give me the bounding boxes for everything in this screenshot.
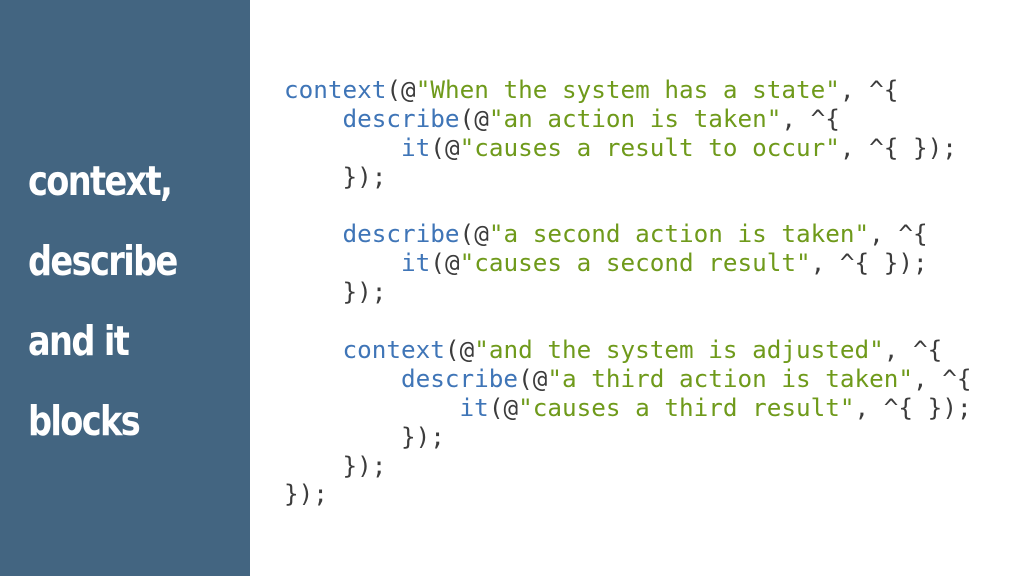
code-at-sign: @ (444, 132, 460, 162)
code-line: it(@"causes a second result", ^{ }); (284, 248, 972, 278)
code-string: "causes a third result" (518, 392, 855, 422)
code-punctuation: , ^{ (781, 103, 840, 133)
code-keyword: context (342, 335, 445, 365)
code-at-sign: @ (474, 219, 489, 249)
code-line (284, 192, 972, 221)
code-string: "and the system is adjusted" (474, 335, 884, 365)
code-at-sign: @ (444, 248, 460, 278)
code-punctuation: ( (430, 132, 445, 162)
title-line: context, (28, 157, 173, 205)
code-punctuation: , ^{ }); (810, 248, 928, 278)
code-keyword: describe (342, 219, 460, 249)
code-line: context(@"When the system has a state", … (284, 75, 972, 105)
code-keyword: it (459, 392, 489, 422)
code-punctuation: , ^{ }); (854, 392, 972, 422)
code-keyword: describe (401, 363, 519, 393)
code-line: }); (284, 161, 972, 192)
code-line (284, 307, 972, 336)
code-keyword: context (284, 75, 387, 104)
title-sidebar: context, describe and it blocks (0, 0, 250, 576)
code-punctuation: }); (284, 421, 445, 451)
code-punctuation: , ^{ (913, 363, 972, 393)
code-punctuation: }); (284, 450, 387, 480)
code-punctuation (284, 104, 343, 133)
code-punctuation: ( (488, 392, 504, 422)
code-punctuation: ( (518, 363, 533, 393)
code-punctuation (284, 248, 401, 277)
slide-title: context, describe and it blocks (28, 141, 204, 461)
code-at-sign: @ (503, 392, 519, 422)
code-punctuation (284, 364, 401, 393)
code-at-sign: @ (474, 103, 489, 133)
code-at-sign: @ (401, 75, 416, 104)
code-keyword: it (401, 248, 431, 278)
code-line: it(@"causes a result to occur", ^{ }); (284, 132, 972, 163)
code-punctuation (284, 133, 401, 162)
code-string: "a second action is taken" (488, 219, 870, 249)
code-punctuation (284, 219, 343, 248)
code-line: }); (284, 277, 972, 307)
code-punctuation: }); (284, 161, 387, 191)
code-punctuation: ( (459, 103, 475, 133)
code-string: "causes a second result" (459, 248, 811, 278)
code-line: }); (284, 480, 972, 509)
code-line: }); (284, 450, 972, 481)
code-punctuation (284, 393, 460, 422)
title-line: blocks (28, 397, 141, 445)
code-punctuation: ( (386, 75, 402, 104)
code-punctuation (284, 335, 343, 364)
code-string: "an action is taken" (488, 103, 782, 133)
code-punctuation: ( (430, 248, 445, 278)
title-line: describe (28, 237, 178, 285)
code-string: "a third action is taken" (547, 363, 914, 393)
code-punctuation: }); (284, 479, 328, 509)
code-punctuation: , ^{ (869, 219, 928, 249)
code-line: describe(@"a second action is taken", ^{ (284, 220, 972, 249)
code-punctuation: }); (284, 277, 387, 307)
code-line: describe(@"an action is taken", ^{ (284, 103, 972, 134)
code-punctuation: , ^{ }); (839, 132, 957, 162)
code-line: }); (284, 421, 972, 452)
code-punctuation: ( (444, 335, 460, 365)
code-string: "When the system has a state" (415, 75, 840, 104)
code-line: context(@"and the system is adjusted", ^… (284, 335, 972, 365)
code-string: "causes a result to occur" (459, 132, 840, 162)
code-at-sign: @ (459, 335, 475, 365)
code-keyword: describe (342, 103, 460, 133)
code-line: it(@"causes a third result", ^{ }); (284, 392, 972, 423)
code-line: describe(@"a third action is taken", ^{ (284, 363, 972, 394)
code-block: context(@"When the system has a state", … (284, 75, 972, 509)
code-punctuation: , ^{ (839, 75, 899, 104)
code-keyword: it (401, 132, 431, 162)
code-at-sign: @ (532, 363, 548, 393)
title-line: and it (28, 317, 130, 365)
code-punctuation: ( (459, 219, 475, 249)
code-punctuation: , ^{ (883, 335, 943, 365)
